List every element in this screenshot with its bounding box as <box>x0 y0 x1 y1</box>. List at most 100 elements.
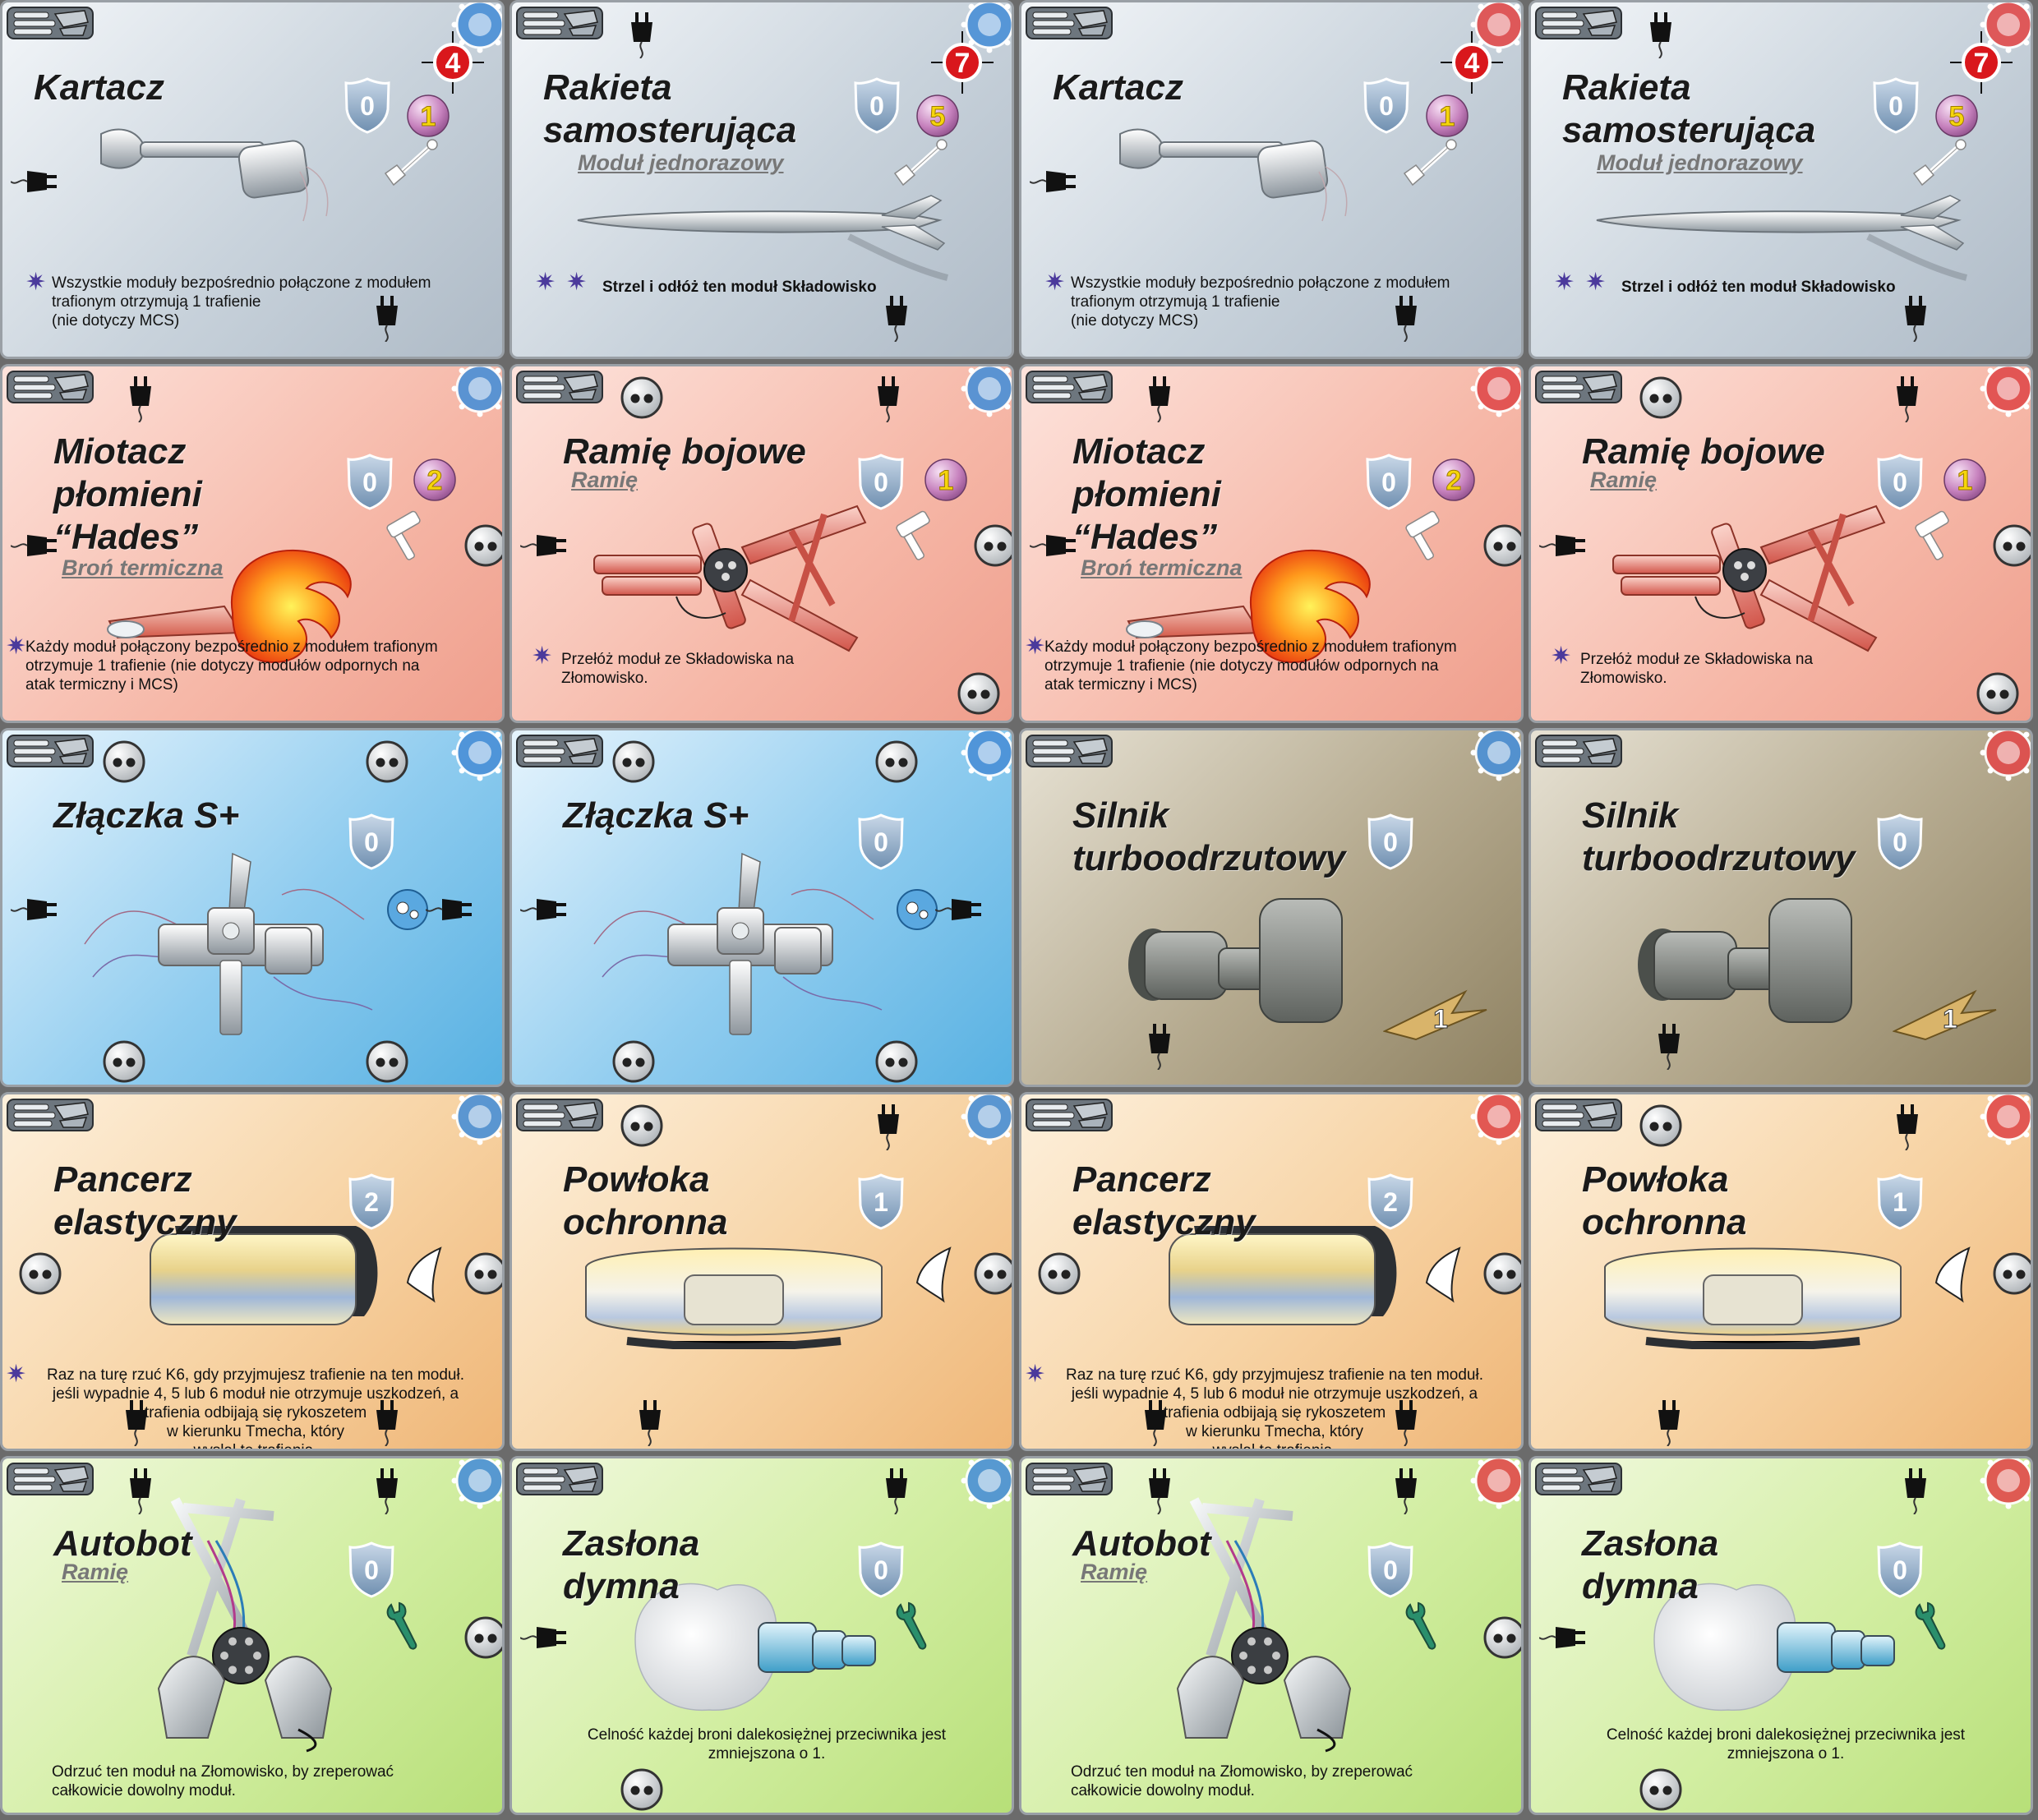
armor-shield-icon: 0 <box>1877 1541 1923 1598</box>
card-connector[interactable]: Złączka S+ 0 <box>510 728 1014 1087</box>
card-title: Rakieta samosterująca <box>1562 67 1816 150</box>
card-subtitle: Ramię <box>62 1560 129 1584</box>
armor-shield-icon: 1 <box>1877 1173 1923 1230</box>
mech-logo-icon <box>516 735 603 767</box>
plug-icon <box>1395 296 1417 342</box>
socket-icon <box>103 740 145 783</box>
deflector-icon <box>1425 1246 1461 1303</box>
armor-shield-icon: 0 <box>1367 813 1413 870</box>
card-title: Zasłona dymna <box>1582 1523 1719 1606</box>
socket-icon <box>620 1768 663 1811</box>
mech-logo-icon <box>1535 371 1622 403</box>
card-coating[interactable]: Powłoka ochronna 1 <box>1528 1092 2033 1451</box>
svg-text:0: 0 <box>1383 827 1398 857</box>
armor-shield-icon: 1 <box>858 1173 904 1230</box>
smoke-screen-illustration <box>634 1583 876 1712</box>
socket-icon <box>1639 1768 1682 1811</box>
mech-logo-icon <box>7 371 94 403</box>
energy-orb-icon: 1 <box>1943 458 1986 501</box>
mech-logo-icon <box>1026 7 1113 39</box>
plug-icon <box>1145 1400 1166 1446</box>
card-flamer[interactable]: Miotacz płomieni “Hades”Broń termiczna 0… <box>0 364 505 723</box>
cannon-illustration <box>1119 128 1348 222</box>
svg-text:1: 1 <box>1893 1187 1907 1217</box>
plug-icon <box>1650 12 1671 58</box>
missile-illustration <box>577 195 948 281</box>
svg-text:0: 0 <box>874 1555 888 1585</box>
turbojet-engine-illustration <box>1638 898 1852 1023</box>
card-armor[interactable]: Pancerz elastyczny 2 Raz na turę rzuć K6… <box>0 1092 505 1451</box>
card-subtitle: Ramię <box>571 468 639 492</box>
card-cannon[interactable]: Kartacz 0 1 4 Wszystkie moduły bezpośred… <box>1019 0 1524 359</box>
plug-icon <box>11 899 57 920</box>
energy-orb-icon: 1 <box>407 94 450 137</box>
card-smoke[interactable]: Zasłona dymna 0 Celność każdej broni dal… <box>1528 1456 2033 1815</box>
protective-coating-illustration <box>585 1247 883 1349</box>
plug-icon <box>11 535 57 556</box>
autobot-arm-illustration <box>1176 1497 1352 1753</box>
card-subtitle: Broń termiczna <box>62 555 224 580</box>
card-title: Powłoka ochronna <box>563 1159 728 1242</box>
svg-text:4: 4 <box>1464 48 1480 79</box>
armor-shield-icon: 0 <box>1877 813 1923 870</box>
gear-corner-icon <box>451 2 502 53</box>
plug-icon <box>130 376 151 422</box>
card-cannon[interactable]: Kartacz 0 1 4 Wszystkie moduły bezpośred… <box>0 0 505 359</box>
card-effect-text: Wszystkie moduły bezpośrednio połączone … <box>1071 274 1450 329</box>
energy-orb-icon: 5 <box>916 94 959 137</box>
card-coating[interactable]: Powłoka ochronna 1 <box>510 1092 1014 1451</box>
mech-logo-icon <box>516 1099 603 1131</box>
card-title: Silnik turboodrzutowy <box>1072 795 1346 878</box>
card-effect-text: Każdy moduł połączony bezpośrednio z mod… <box>25 638 438 693</box>
flamethrower-illustration <box>1126 549 1371 664</box>
card-connector[interactable]: Złączka S+ 0 <box>0 728 505 1087</box>
connector-illustration <box>84 852 373 1035</box>
deflector-icon <box>1934 1246 1971 1303</box>
plug-icon <box>520 899 566 920</box>
shovel-icon <box>893 139 948 187</box>
socket-icon <box>464 524 502 567</box>
gear-corner-icon <box>1980 366 2031 417</box>
flamethrower-illustration <box>107 549 352 664</box>
card-engine[interactable]: Silnik turboodrzutowy 0 1 <box>1019 728 1524 1087</box>
armor-shield-icon: 2 <box>1367 1173 1413 1230</box>
hammer-icon <box>1915 510 1949 560</box>
card-engine[interactable]: Silnik turboodrzutowy 0 1 <box>1528 728 2033 1087</box>
energy-orb-icon: 1 <box>924 458 967 501</box>
card-smoke[interactable]: Zasłona dymna 0 Celność każdej broni dal… <box>510 1456 1014 1815</box>
connector-illustration <box>593 852 883 1035</box>
svg-text:1: 1 <box>421 101 436 132</box>
mech-logo-icon <box>1026 1463 1113 1495</box>
shovel-icon <box>1403 139 1457 187</box>
svg-text:0: 0 <box>874 468 888 497</box>
gear-corner-icon <box>1980 1458 2031 1509</box>
svg-text:0: 0 <box>869 91 884 121</box>
card-armor[interactable]: Pancerz elastyczny 2 Raz na turę rzuć K6… <box>1019 1092 1524 1451</box>
plug-icon <box>1395 1468 1417 1514</box>
gear-corner-icon <box>451 366 502 417</box>
missile-illustration <box>1596 195 1967 281</box>
cannon-illustration <box>100 128 329 222</box>
socket-icon <box>366 1040 408 1083</box>
socket-icon <box>1483 1252 1521 1295</box>
svg-text:5: 5 <box>1949 101 1965 132</box>
energy-orb-icon: 2 <box>413 458 456 501</box>
card-effect-text: Celność każdej broni dalekosiężnej przec… <box>1606 1726 1966 1762</box>
socket-icon <box>957 672 1000 715</box>
gear-corner-icon <box>1470 730 1521 781</box>
socket-icon <box>612 740 655 783</box>
energy-orb-icon: 5 <box>1935 94 1978 137</box>
speed-arrow-icon: 1 <box>1893 989 1997 1041</box>
plug-icon <box>1905 296 1926 342</box>
plug-icon <box>376 1400 398 1446</box>
card-flamer[interactable]: Miotacz płomieni “Hades”Broń termiczna 0… <box>1019 364 1524 723</box>
mech-logo-icon <box>7 1099 94 1131</box>
turbojet-engine-illustration <box>1128 898 1343 1023</box>
armor-shield-icon: 0 <box>1366 454 1412 510</box>
